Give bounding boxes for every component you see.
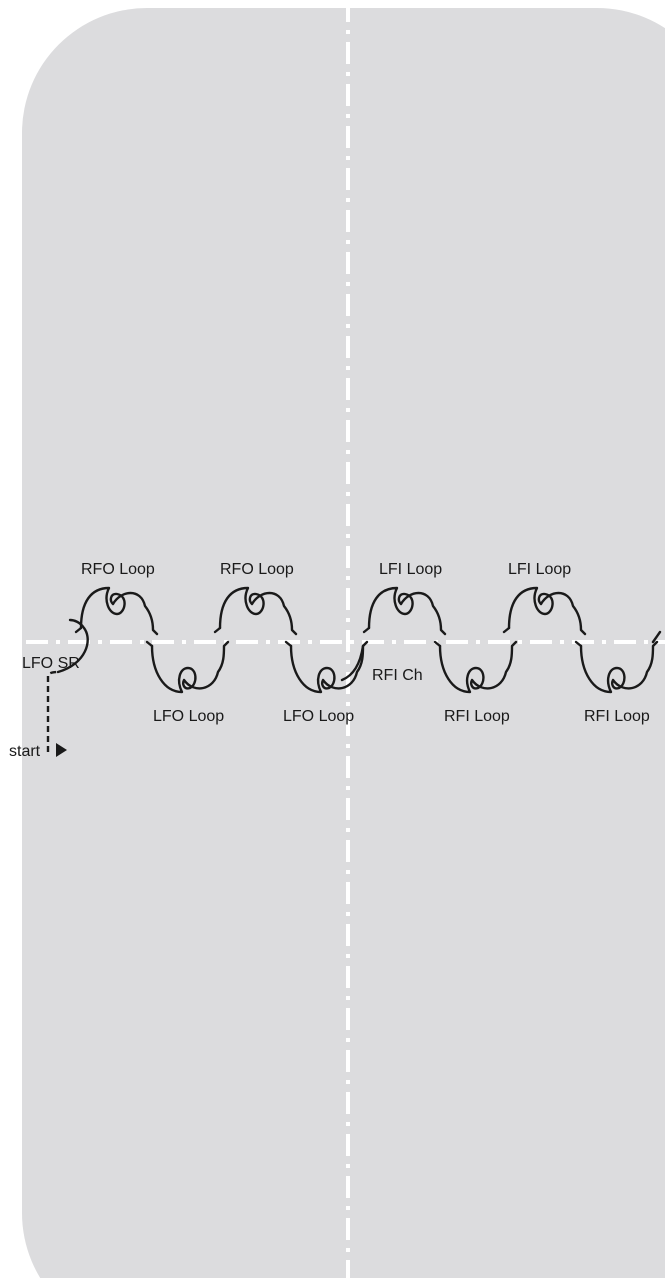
lobe-group — [74, 586, 662, 694]
pattern-tail — [651, 630, 662, 644]
rfo-loop-label-2: RFO Loop — [220, 561, 294, 578]
rfo-loop-lobe-1 — [79, 586, 159, 636]
lfi-loop-lobe-2-cusp — [502, 626, 511, 634]
lfo-sr-label: LFO SR — [22, 655, 80, 672]
lfo-loop-lobe-1-cusp — [145, 640, 154, 648]
start-label: start — [9, 743, 41, 760]
lfo-loop-lobe-1 — [150, 640, 230, 694]
lfo-sr-step — [56, 618, 89, 674]
rfi-loop-label-2: RFI Loop — [584, 708, 650, 725]
rfo-loop-label-1: RFO Loop — [81, 561, 155, 578]
rfi-ch-step — [340, 644, 365, 682]
lfo-loop-label-1: LFO Loop — [153, 708, 224, 725]
start-arrow-icon — [56, 743, 67, 757]
rfi-loop-label-1: RFI Loop — [444, 708, 510, 725]
approach-dashed-line — [46, 670, 59, 752]
rink-surface — [22, 8, 665, 1278]
lfo-loop-lobe-2-cusp — [284, 640, 293, 648]
rfo-loop-lobe-2-cusp — [213, 626, 222, 634]
lfi-loop-lobe-1-cusp — [362, 626, 371, 634]
lfi-loop-label-2: LFI Loop — [508, 561, 571, 578]
rfi-loop-lobe-2-cusp — [574, 640, 583, 648]
rfo-loop-lobe-2 — [218, 586, 298, 636]
rfi-ch-label: RFI Ch — [372, 667, 423, 684]
rfi-loop-lobe-1 — [438, 640, 518, 694]
lfi-loop-lobe-1 — [367, 586, 447, 636]
rfo-loop-lobe-1-cusp — [74, 626, 83, 634]
lfo-loop-lobe-2 — [289, 640, 369, 694]
rfi-loop-lobe-2 — [579, 640, 659, 694]
rfi-loop-lobe-1-cusp — [433, 640, 442, 648]
lfi-loop-label-1: LFI Loop — [379, 561, 442, 578]
lfi-loop-lobe-2 — [507, 586, 587, 636]
lfo-loop-label-2: LFO Loop — [283, 708, 354, 725]
